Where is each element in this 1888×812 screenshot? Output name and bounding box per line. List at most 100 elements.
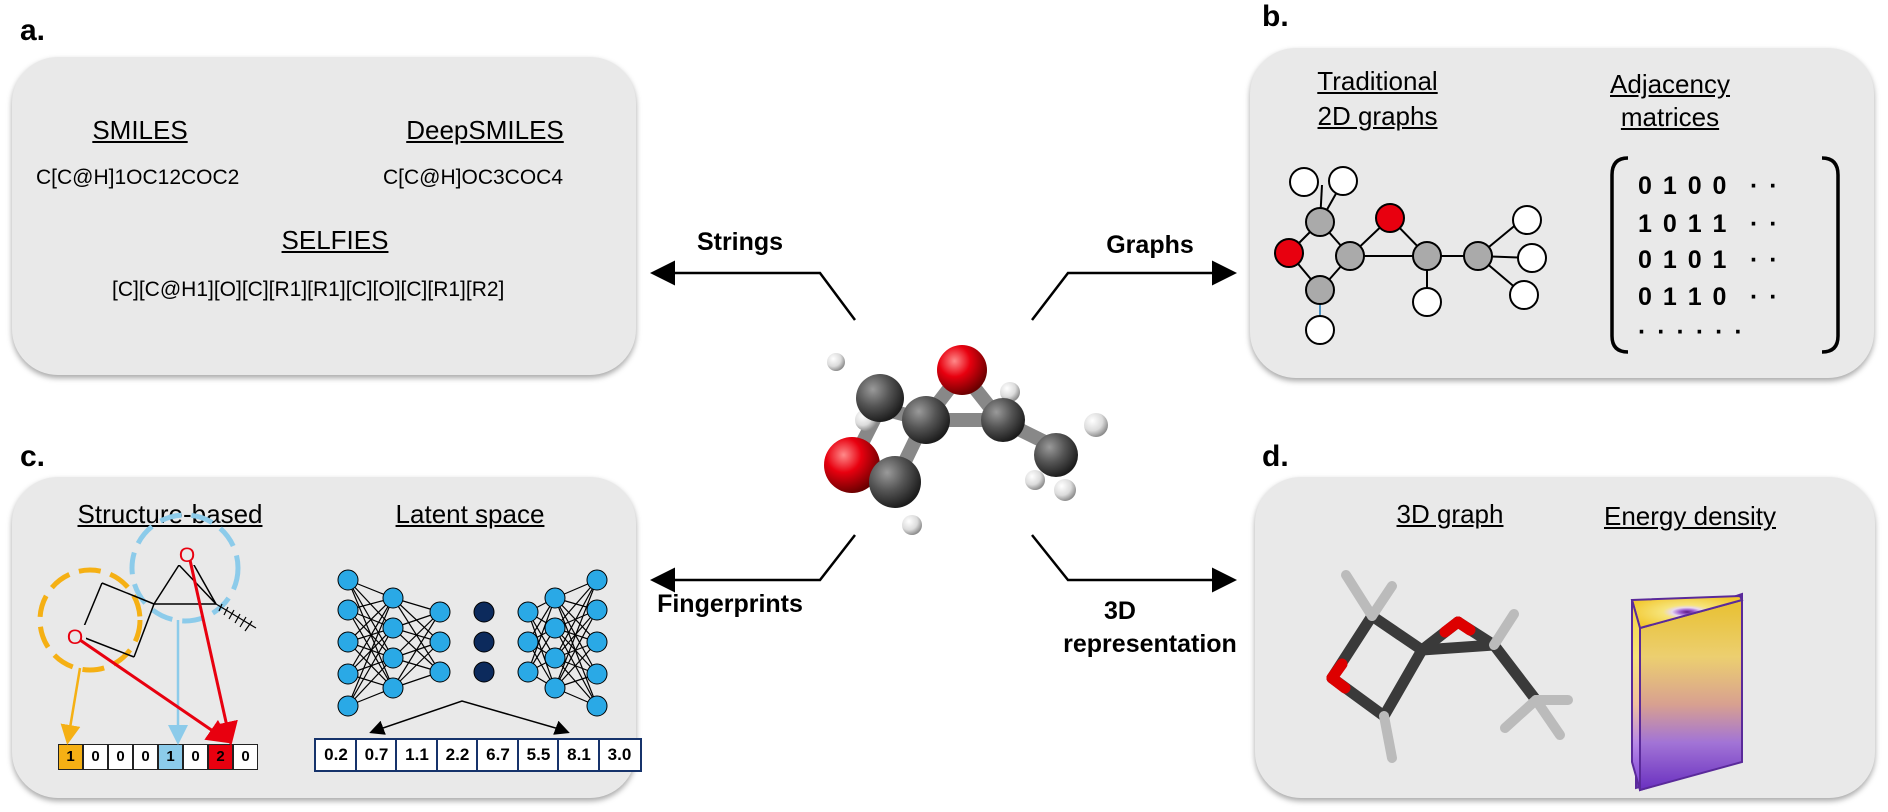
latent-value: 8.1	[557, 738, 601, 772]
nn-node	[473, 661, 495, 683]
nn-edge	[554, 579, 598, 659]
matrix-dots-3: · ·	[1750, 246, 1780, 274]
arrow-3d	[1031, 534, 1237, 593]
arrow-strings	[650, 260, 857, 321]
nn-node	[337, 569, 359, 591]
nn-node	[429, 661, 451, 683]
graphs-label: Graphs	[1106, 231, 1194, 259]
nn-node	[382, 647, 404, 669]
nn-node	[382, 677, 404, 699]
nn-node	[382, 587, 404, 609]
panel-a-strings	[12, 57, 636, 375]
deepsmiles-title: DeepSMILES	[406, 115, 564, 145]
nn-node	[517, 631, 539, 653]
matrix-row-4: 0 1 1 0	[1638, 283, 1729, 311]
fingerprint-bit: 1	[58, 744, 83, 770]
atom-o-label: O	[67, 626, 83, 649]
arrow-graphs	[1031, 260, 1237, 321]
nn-node	[473, 631, 495, 653]
nn-node	[586, 695, 608, 717]
panel-a-label: a.	[20, 14, 46, 47]
nn-node	[337, 599, 359, 621]
fingerprint-bit: 0	[183, 744, 208, 770]
panel-b-label: b.	[1262, 0, 1289, 33]
matrix-row-2: 1 0 1 1	[1638, 210, 1729, 238]
rep3d-label-2: representation	[1063, 630, 1237, 658]
fingerprint-bit: 0	[108, 744, 133, 770]
fingerprint-bit: 2	[208, 744, 233, 770]
nn-node	[337, 695, 359, 717]
nn-edge	[392, 611, 441, 659]
energy-cube-front	[1631, 599, 1641, 791]
nn-edge	[554, 609, 598, 689]
nn-edge	[347, 597, 394, 707]
panel-c-label: c.	[20, 440, 46, 473]
nn-edge	[347, 609, 394, 689]
matrix-row-3: 0 1 0 1	[1638, 246, 1729, 274]
nn-edge	[554, 657, 598, 707]
matrix-row-1: 0 1 0 0	[1638, 172, 1729, 200]
matrix-brackets	[1610, 156, 1840, 354]
latent-value: 3.0	[597, 738, 642, 772]
nn-node	[473, 601, 495, 623]
stick-3d-molecule	[1326, 570, 1573, 763]
nn-node	[337, 663, 359, 685]
nn-node	[586, 599, 608, 621]
nn-edge	[347, 627, 394, 707]
latent-value: 0.2	[314, 738, 358, 772]
latent-arrow	[369, 700, 570, 735]
fingerprint-bit: 0	[83, 744, 108, 770]
nn-edge	[554, 579, 598, 689]
nn-edge	[554, 579, 598, 629]
selfies-value: [C][C@H1][O][C][R1][R1][C][O][C][R1][R2]	[112, 278, 505, 301]
matrix-dots-4: · ·	[1750, 283, 1780, 311]
atom-o-label: O	[179, 544, 195, 567]
nn-edge	[347, 657, 394, 707]
nn-node	[382, 617, 404, 639]
central-molecule	[824, 345, 1108, 535]
traditional-2d-graph	[1274, 166, 1547, 345]
energy-title: Energy density	[1604, 501, 1776, 531]
matrix-dots-2: · ·	[1750, 210, 1780, 238]
nn-edge	[347, 641, 394, 689]
fingerprint-bit: 0	[133, 744, 158, 770]
latent-value: 5.5	[516, 738, 561, 772]
fingerprint-bit: 1	[158, 744, 183, 770]
nn-node	[429, 601, 451, 623]
arrow-fingerprints	[650, 534, 856, 593]
nn-edge	[554, 597, 598, 675]
panel-d-label: d.	[1262, 440, 1289, 473]
matrix-dots-1: · ·	[1750, 172, 1780, 200]
smiles-value: C[C@H]1OC12COC2	[36, 166, 240, 189]
nn-node	[544, 617, 566, 639]
nn-node	[586, 663, 608, 685]
matrix-title-2: matrices	[1620, 102, 1720, 132]
deepsmiles-value: C[C@H]OC3COC4	[383, 166, 564, 189]
rep3d-label-1: 3D	[1104, 597, 1136, 625]
nn-node	[544, 647, 566, 669]
nn-node	[586, 631, 608, 653]
nn-edge	[347, 597, 394, 675]
strings-label: Strings	[696, 228, 784, 256]
nn-node	[517, 661, 539, 683]
fingerprints-label: Fingerprints	[657, 590, 803, 618]
latent-value: 2.2	[435, 738, 480, 772]
matrix-title-1: Adjacency	[1610, 69, 1730, 99]
nn-edge	[527, 597, 556, 673]
matrix-last-row: · · · · · ·	[1638, 318, 1745, 346]
nn-edge	[392, 641, 441, 689]
structure-fingerprint-diagram: O O	[37, 512, 257, 746]
nn-node	[337, 631, 359, 653]
fingerprint-bit: 0	[233, 744, 258, 770]
graph3d-title: 3D graph	[1396, 499, 1504, 529]
latent-value: 1.1	[395, 738, 439, 772]
nn-edge	[347, 609, 394, 659]
latent-title: Latent space	[395, 499, 545, 529]
nn-node	[517, 601, 539, 623]
smiles-title: SMILES	[92, 115, 188, 145]
autoencoder-network	[337, 569, 608, 717]
nn-node	[544, 677, 566, 699]
nn-edge	[554, 597, 598, 707]
nn-node	[544, 587, 566, 609]
